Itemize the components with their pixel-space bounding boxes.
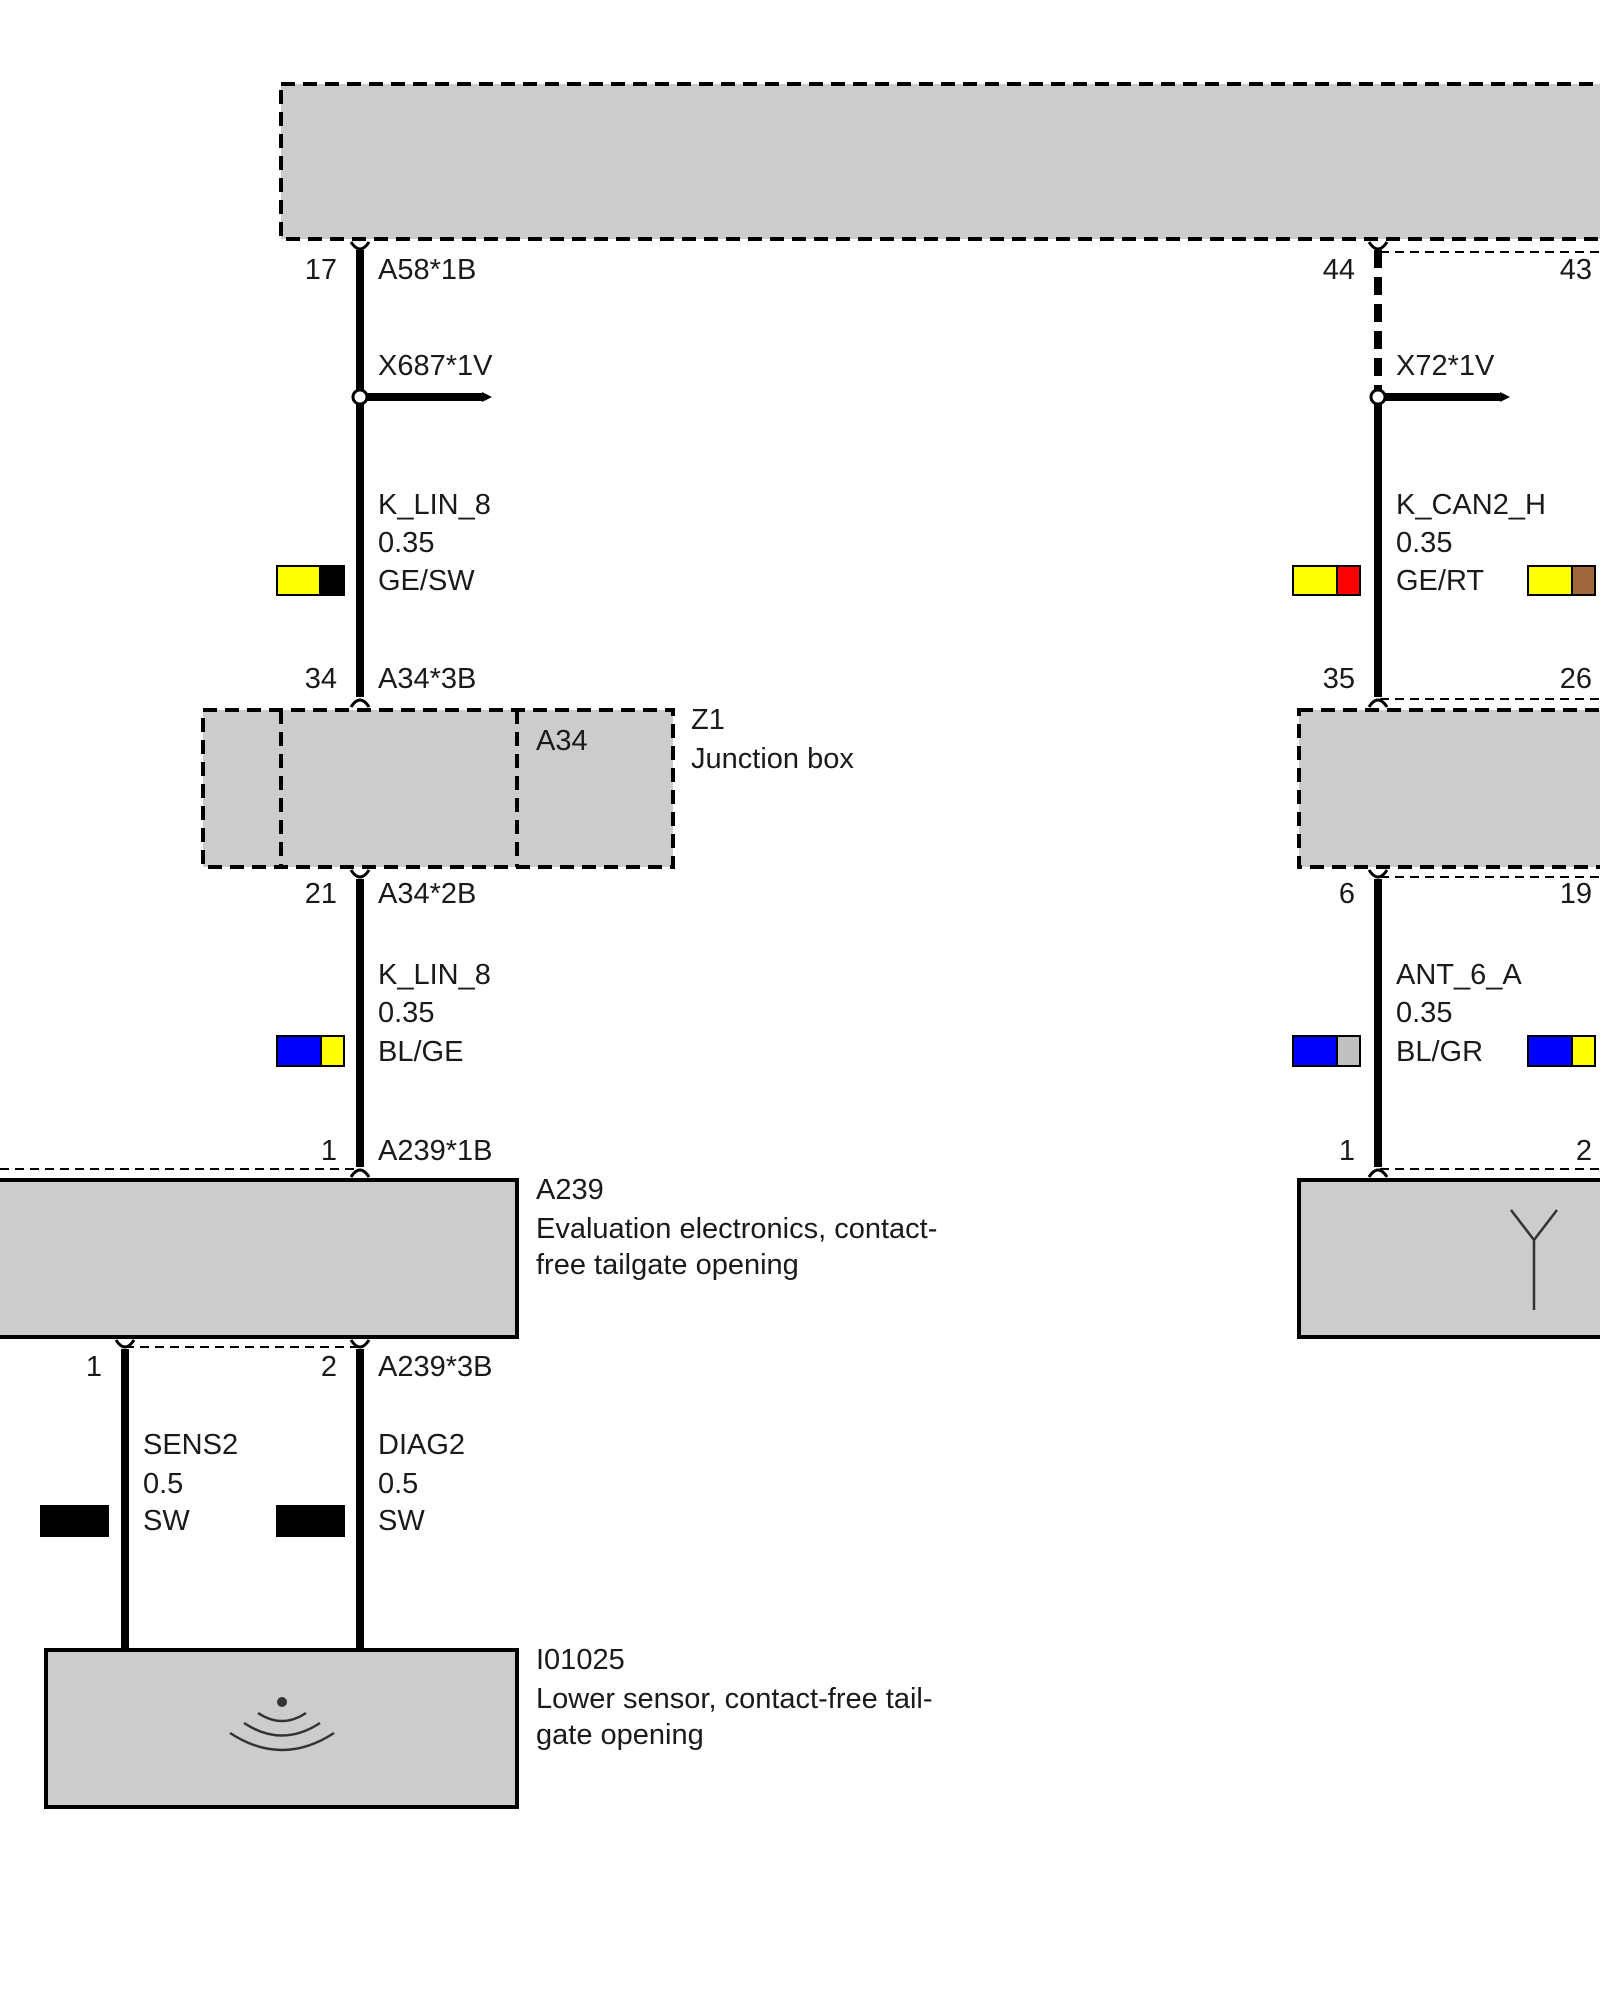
evaluation-electronics-name: free tailgate opening [536,1249,799,1281]
connector-x72-label: X72*1V [1396,350,1495,382]
antenna-module-box[interactable] [1297,1178,1600,1339]
sensor-waves-icon [229,1697,335,1752]
wire-size-label: 0.35 [378,527,434,559]
wire-color-label: BL/GR [1396,1036,1483,1068]
color-swatches [40,565,1596,1537]
pin-34-label: 34 [305,663,337,695]
pin-2-label: 2 [321,1351,337,1383]
lower-sensor-name: gate opening [536,1719,704,1751]
evaluation-electronics-name: Evaluation electronics, contact- [536,1213,937,1245]
pin-1-label: 1 [1339,1135,1355,1167]
pin-43-label: 43 [1560,254,1592,286]
pin-35-label: 35 [1323,663,1355,695]
pin-6-label: 6 [1339,878,1355,910]
connector-a58-1b-label: A58*1B [378,254,476,286]
wire-signal-label: ANT_6_A [1396,959,1522,991]
wire-color-label: GE/SW [378,565,475,597]
antenna-icon [1510,1209,1558,1310]
wire-signal-label: K_LIN_8 [378,959,491,991]
junction-box-sub-id: A34 [536,725,588,757]
wire-size-label: 0.35 [1396,997,1452,1029]
evaluation-electronics-id: A239 [536,1174,604,1206]
wire-signal-label: K_LIN_8 [378,489,491,521]
swatch-sw-diag2 [276,1505,345,1537]
evaluation-electronics-box[interactable] [0,1178,519,1339]
wire-signal-label: DIAG2 [378,1429,465,1461]
wire-color-label: BL/GE [378,1036,463,1068]
junction-box-id: Z1 [691,704,725,736]
wire-color-label: GE/RT [1396,565,1484,597]
wire-size-label: 0.35 [1396,527,1452,559]
wire-size-label: 0.5 [143,1468,183,1500]
connector-x687[interactable] [351,388,492,406]
wire-size-label: 0.35 [378,997,434,1029]
top-module-box[interactable] [279,82,1600,241]
pin-26-label: 26 [1560,663,1592,695]
swatch-sw-sens2 [40,1505,109,1537]
connector-a34-3b-label: A34*3B [378,663,476,695]
wire-color-label: SW [378,1505,425,1537]
junction-box-right[interactable] [1297,708,1600,869]
pin-1-label: 1 [86,1351,102,1383]
connector-a239-1b-label: A239*1B [378,1135,493,1167]
junction-box-outer[interactable] [201,708,675,869]
wires [121,250,1382,1650]
pin-21-label: 21 [305,878,337,910]
junction-box-name: Junction box [691,743,854,775]
wire-signal-label: SENS2 [143,1429,238,1461]
pin-1-label: 1 [321,1135,337,1167]
connector-x687-label: X687*1V [378,350,493,382]
lower-sensor-name: Lower sensor, contact-free tail- [536,1683,933,1715]
pin-bridges [0,251,1600,1348]
connector-x72[interactable] [1369,388,1510,406]
pin-2-label: 2 [1576,1135,1592,1167]
connector-a34-2b-label: A34*2B [378,878,476,910]
wire-color-label: SW [143,1505,190,1537]
pin-19-label: 19 [1560,878,1592,910]
pin-44-label: 44 [1323,254,1355,286]
lower-sensor-box[interactable] [44,1648,519,1809]
wire-signal-label: K_CAN2_H [1396,489,1546,521]
lower-sensor-id: I01025 [536,1644,625,1676]
connector-a239-3b-label: A239*3B [378,1351,493,1383]
pin-17-label: 17 [305,254,337,286]
wire-size-label: 0.5 [378,1468,418,1500]
pin-cups [114,241,1389,1349]
